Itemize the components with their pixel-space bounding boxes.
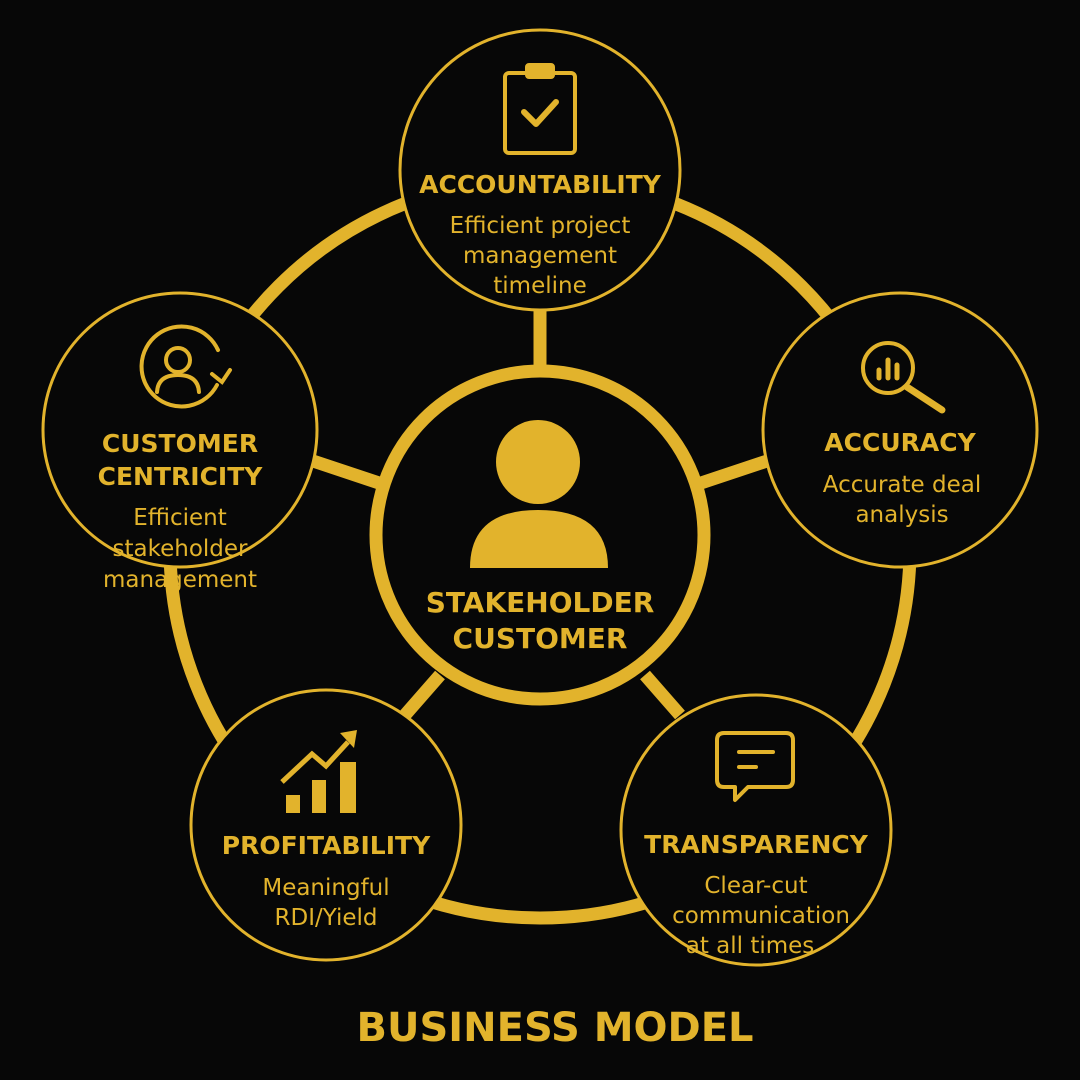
transparency-title: TRANSPARENCY <box>644 830 869 859</box>
profitability-desc-line: RDI/Yield <box>275 905 378 931</box>
accountability-title: ACCOUNTABILITY <box>419 170 662 199</box>
customer-centricity-desc-line: Efficient <box>133 505 227 531</box>
accuracy-desc-line: Accurate deal <box>823 472 981 498</box>
accuracy-title: ACCURACY <box>824 428 976 457</box>
center-label-line1: STAKEHOLDER <box>426 586 655 619</box>
clipboard-check-icon <box>503 63 577 155</box>
transparency-desc-line: communication <box>672 903 850 929</box>
accountability-desc-line: management <box>463 243 617 269</box>
customer-centricity-desc-line: management <box>103 567 257 593</box>
node-profitability <box>189 688 463 962</box>
transparency-desc-line: Clear-cut <box>704 873 807 899</box>
spoke-bottom-right <box>640 670 685 720</box>
customer-centricity-desc-line: stakeholder <box>113 536 249 562</box>
accountability-desc-line: timeline <box>493 273 586 299</box>
spoke-bottom-left <box>400 670 445 720</box>
profitability-title: PROFITABILITY <box>222 831 431 860</box>
person-icon <box>470 420 608 568</box>
customer-centricity-title-line2: CENTRICITY <box>98 462 264 491</box>
accuracy-desc-line: analysis <box>855 502 948 528</box>
node-accountability <box>398 28 682 312</box>
transparency-desc-line: at all times <box>686 933 815 959</box>
user-cycle-icon <box>139 324 232 409</box>
magnifier-chart-icon <box>861 341 946 414</box>
growth-chart-icon <box>280 730 357 813</box>
spoke-right <box>692 453 773 492</box>
center-label-line2: CUSTOMER <box>453 622 628 655</box>
node-customer-centricity <box>41 291 319 569</box>
chat-bubble-icon <box>715 731 795 802</box>
node-accuracy <box>761 291 1039 569</box>
diagram-title: BUSINESS MODEL <box>356 1005 753 1051</box>
accountability-desc-line: Efficient project <box>450 213 631 239</box>
customer-centricity-title-line1: CUSTOMER <box>102 429 258 458</box>
profitability-desc-line: Meaningful <box>262 875 389 901</box>
spoke-left <box>307 453 388 492</box>
node-transparency <box>619 693 893 967</box>
